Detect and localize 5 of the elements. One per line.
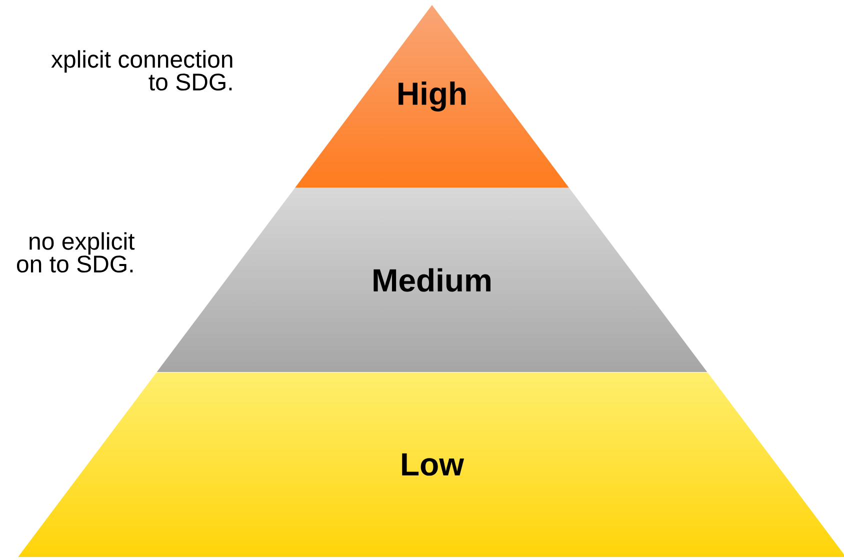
side-note: no explicit on to SDG. bbox=[16, 232, 135, 273]
side-note: xplicit connection to SDG. bbox=[51, 50, 232, 91]
pyramid-level: Medium bbox=[374, 268, 490, 292]
pyramid-level: Low bbox=[402, 453, 464, 476]
pyramid-level: High bbox=[398, 82, 466, 112]
